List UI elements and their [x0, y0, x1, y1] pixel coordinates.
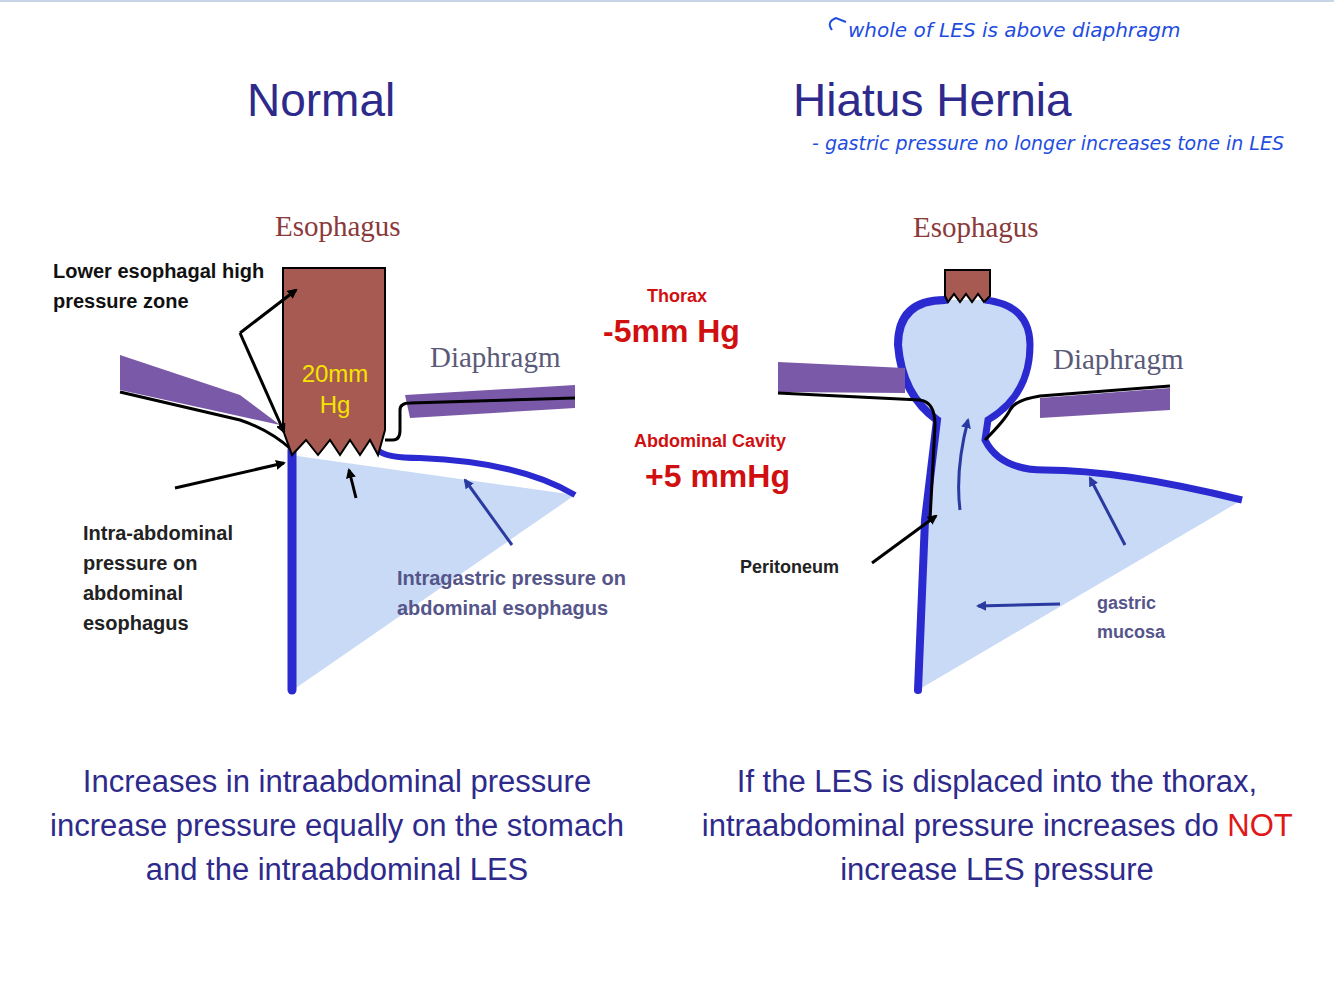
pressure-value: +5 mmHg	[645, 458, 790, 495]
organ-label: Diaphragm	[1053, 343, 1183, 376]
handwritten-note: - gastric pressure no longer increases t…	[812, 132, 1317, 156]
emphasis-text: NOT	[1227, 808, 1292, 843]
handwritten-note: whole of LES is above diaphragm	[848, 18, 1228, 42]
pressure-value: -5mm Hg	[603, 313, 740, 350]
callout-label: gastric mucosa	[1097, 589, 1207, 647]
callout-label: Peritoneum	[740, 557, 839, 579]
callout-label: Intra-abdominal pressure on abdominal es…	[83, 518, 283, 638]
callout-label: Intragastric pressure on abdominal esoph…	[397, 563, 647, 623]
organ-label: Diaphragm	[430, 341, 560, 374]
organ-label: Esophagus	[275, 210, 401, 243]
region-label: Abdominal Cavity	[634, 431, 786, 453]
region-label: Thorax	[647, 286, 707, 308]
organ-label: Esophagus	[913, 211, 1039, 244]
caption-text: increase LES pressure	[840, 852, 1154, 887]
caption-text: Increases in intraabdominal pressure inc…	[22, 760, 652, 892]
callout-label: Lower esophagal high pressure zone	[53, 256, 288, 316]
caption-block: If the LES is displaced into the thorax,…	[672, 760, 1322, 892]
panel-title: Hiatus Hernia	[793, 74, 1072, 127]
caption-text: If the LES is displaced into the thorax,…	[702, 764, 1257, 843]
pressure-value: 20mm Hg	[298, 358, 372, 420]
panel-title: Normal	[247, 74, 395, 127]
